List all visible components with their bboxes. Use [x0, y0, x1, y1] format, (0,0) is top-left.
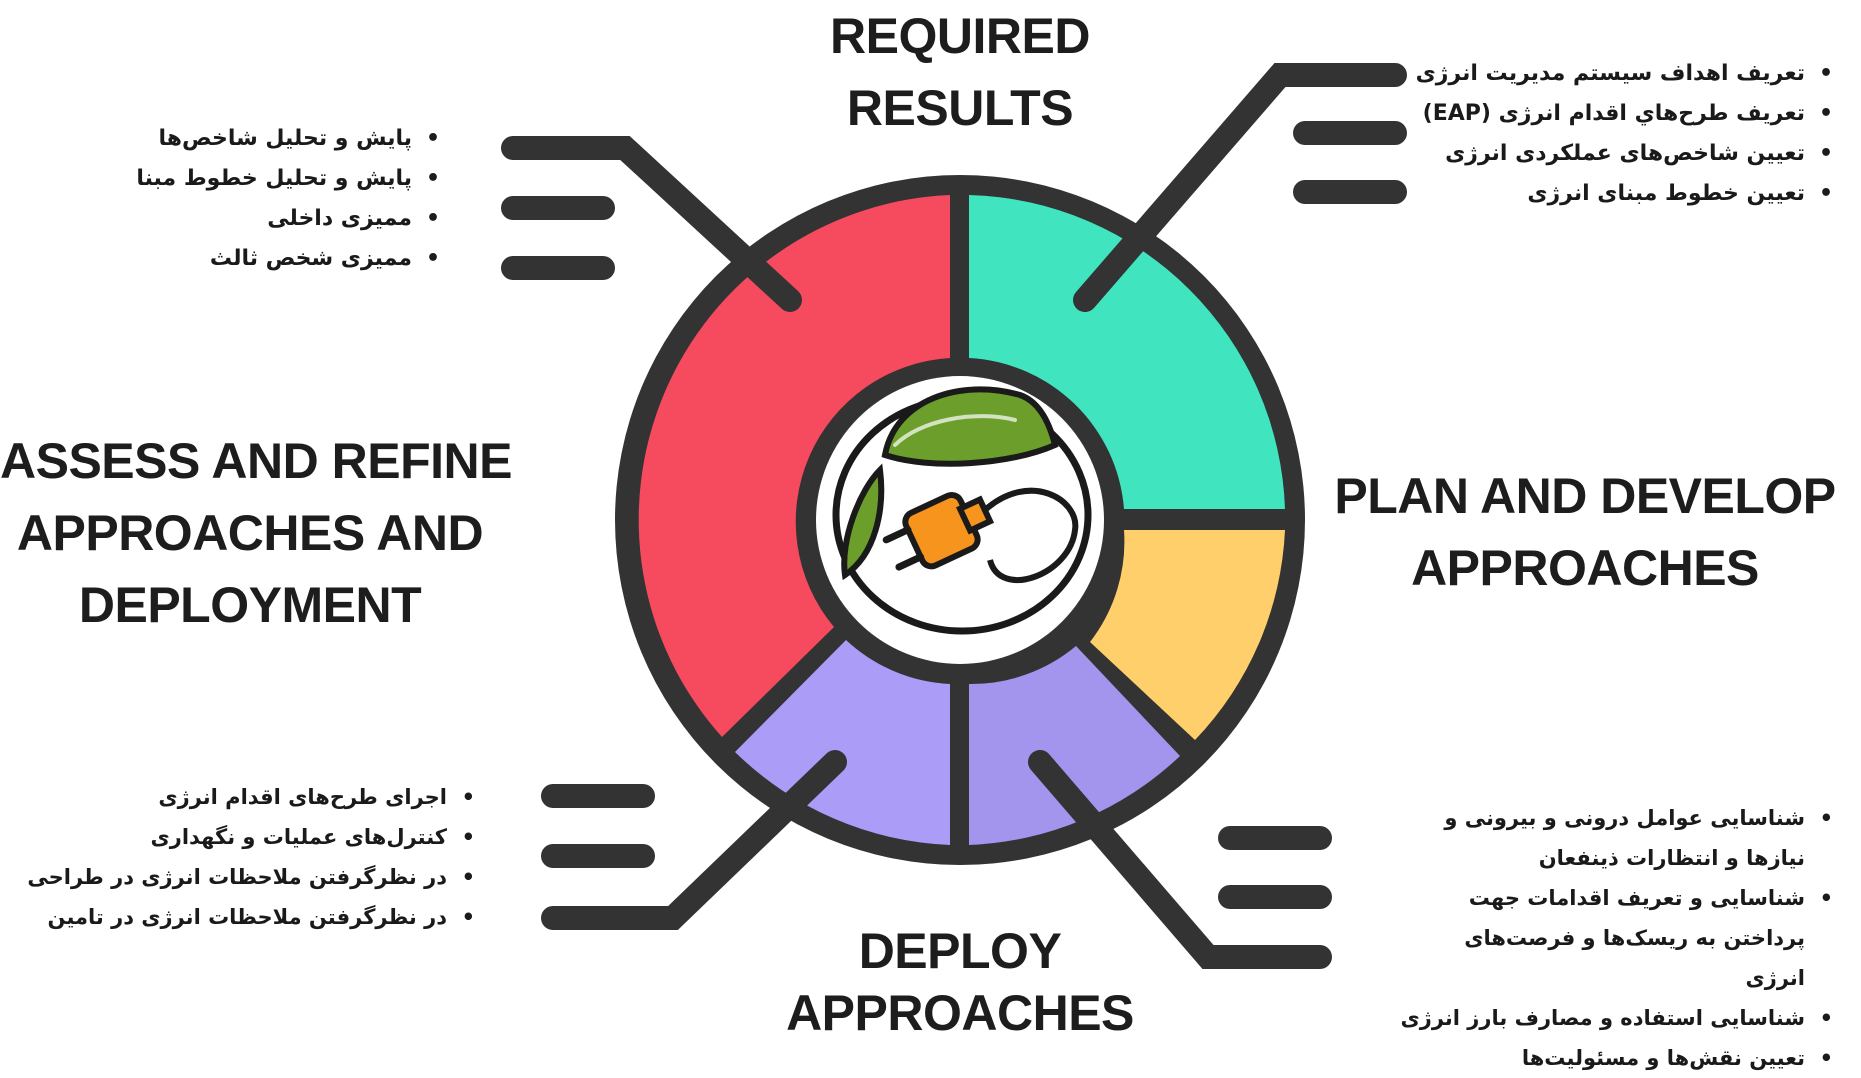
leaf-plug-icon [832, 386, 1092, 635]
list-item: پایش و تحلیل شاخص‌ها [136, 119, 446, 159]
list-item: تعریف اهداف سیستم مدیریت انرژی [1416, 54, 1839, 94]
callout-top-right [1073, 63, 1407, 312]
title-line: APPROACHES AND [16, 505, 484, 561]
list-item: در نظرگرفتن ملاحظات انرژی در تامین [27, 897, 481, 937]
list-item: در نظرگرفتن ملاحظات انرژی در طراحی [27, 857, 481, 897]
title-plan-develop: PLAN AND DEVELOP APPROACHES [1315, 460, 1855, 604]
list-item: اجرای طرح‌های اقدام انرژی [27, 777, 481, 817]
list-item: ممیزی شخص ثالث [136, 239, 446, 279]
segment-required-results [969, 195, 1285, 509]
segment-deploy-right [969, 646, 1180, 845]
list-bottom-left: اجرای طرح‌های اقدام انرژی کنترل‌های عملی… [27, 777, 481, 937]
segment-plan-develop [1090, 530, 1285, 740]
list-item: کنترل‌های عملیات و نگهداری [27, 817, 481, 857]
title-line: PLAN AND DEVELOP [1334, 468, 1836, 524]
segment-assess-refine [638, 195, 950, 737]
title-line: RESULTS [846, 80, 1074, 136]
title-assess-refine: ASSESS AND REFINE APPROACHES AND DEPLOYM… [0, 425, 512, 641]
title-line: REQUIRED [830, 8, 1090, 64]
callout-top-left [501, 136, 802, 312]
title-line: DEPLOYMENT [78, 577, 422, 633]
list-top-right: تعریف اهداف سیستم مدیریت انرژی تعریف طرح… [1416, 54, 1839, 214]
title-required-results: REQUIRED RESULTS [780, 0, 1140, 144]
callout-bottom-right [1028, 750, 1332, 969]
title-line: APPROACHES [1411, 540, 1759, 596]
list-item: شناسایی استفاده و مصارف بارز انرژی [1399, 998, 1839, 1038]
list-top-left: پایش و تحلیل شاخص‌ها پایش و تحلیل خطوط م… [136, 119, 446, 279]
list-item: شناسایی عوامل درونی و بیرونی و نیازها و … [1399, 798, 1839, 878]
list-item: پایش و تحلیل خطوط مبنا [136, 159, 446, 199]
title-deploy: DEPLOY APPROACHES [780, 920, 1140, 1044]
list-item: شناسایی و تعریف اقدامات جهت پرداختن به ر… [1399, 878, 1839, 998]
list-item: تعیین خطوط مبنای انرژی [1416, 174, 1839, 214]
pdca-cycle-diagram [501, 63, 1407, 969]
title-line: DEPLOY [858, 923, 1062, 979]
list-item: تعیین نقش‌ها و مسئولیت‌ها [1399, 1038, 1839, 1078]
list-item: ممیزی داخلی [136, 199, 446, 239]
title-line: APPROACHES [786, 985, 1134, 1041]
list-item: تعیین شاخص‌های عملکردی انرژی [1416, 134, 1839, 174]
callout-bottom-left [541, 750, 847, 930]
title-line: ASSESS AND REFINE [0, 433, 512, 489]
list-bottom-right: شناسایی عوامل درونی و بیرونی و نیازها و … [1399, 798, 1839, 1078]
list-item: تعریف طرح‌هاي اقدام انرژی (EAP) [1416, 94, 1839, 134]
